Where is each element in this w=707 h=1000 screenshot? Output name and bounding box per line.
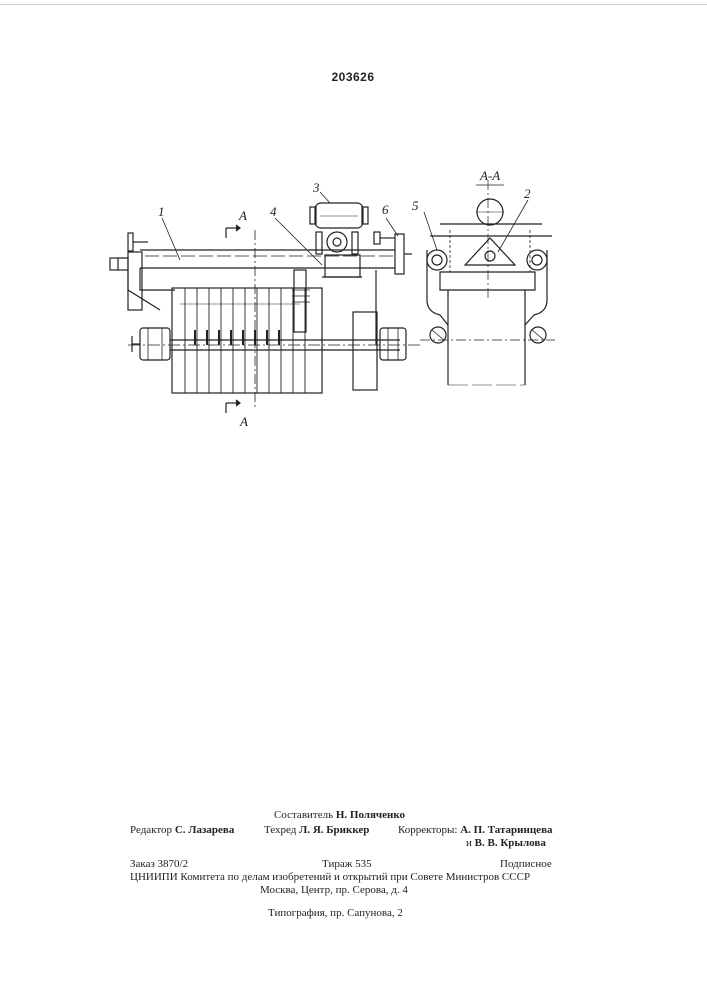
leader-3 — [320, 192, 330, 203]
corrector-2-prefix: и — [466, 837, 472, 849]
section-view-a-a — [420, 180, 555, 385]
label-part-2: 2 — [524, 186, 531, 201]
corrector-2-line: и В. В. Крылова — [466, 837, 546, 850]
gear-box — [316, 232, 362, 277]
subscription-note: Подписное — [500, 858, 552, 871]
compiler-line: Составитель Н. Поляченко — [274, 809, 405, 822]
leader-4 — [275, 218, 322, 265]
editor-label: Редактор — [130, 824, 172, 836]
corrector-2: В. В. Крылова — [475, 837, 546, 849]
order-number: Заказ 3870/2 — [130, 858, 188, 871]
circulation: Тираж 535 — [322, 858, 372, 871]
compiler-name: Н. Поляченко — [336, 809, 405, 821]
leader-1 — [162, 218, 180, 260]
section-view-title: А-А — [479, 168, 500, 183]
techred-name: Л. Я. Бриккер — [299, 824, 369, 836]
editor-line: Редактор С. Лазарева — [130, 824, 234, 837]
leader-6 — [386, 218, 398, 236]
label-part-4: 4 — [270, 204, 277, 219]
section-arrow-bottom — [226, 400, 240, 413]
label-section-bottom: A — [239, 414, 248, 429]
label-part-1: 1 — [158, 204, 165, 219]
institute-line: ЦНИИПИ Комитета по делам изобретений и о… — [130, 871, 530, 884]
motor — [310, 203, 368, 228]
correctors-label: Корректоры: — [398, 824, 457, 836]
address-line: Москва, Центр, пр. Серова, д. 4 — [260, 884, 408, 897]
corrector-1: А. П. Татаринцева — [460, 824, 552, 836]
label-part-3: 3 — [312, 180, 320, 195]
left-bracket — [110, 233, 160, 310]
label-part-6: 6 — [382, 202, 389, 217]
techred-label: Техред — [264, 824, 296, 836]
label-section-top: A — [238, 208, 247, 223]
label-part-5: 5 — [412, 198, 419, 213]
compiler-label: Составитель — [274, 809, 333, 821]
techred-line: Техред Л. Я. Бриккер — [264, 824, 369, 837]
printer-line: Типография, пр. Сапунова, 2 — [268, 907, 403, 920]
correctors-line: Корректоры: А. П. Татаринцева — [398, 824, 553, 837]
section-arrow-top — [226, 225, 240, 238]
editor-name: С. Лазарева — [175, 824, 235, 836]
heater-pack — [172, 270, 322, 393]
